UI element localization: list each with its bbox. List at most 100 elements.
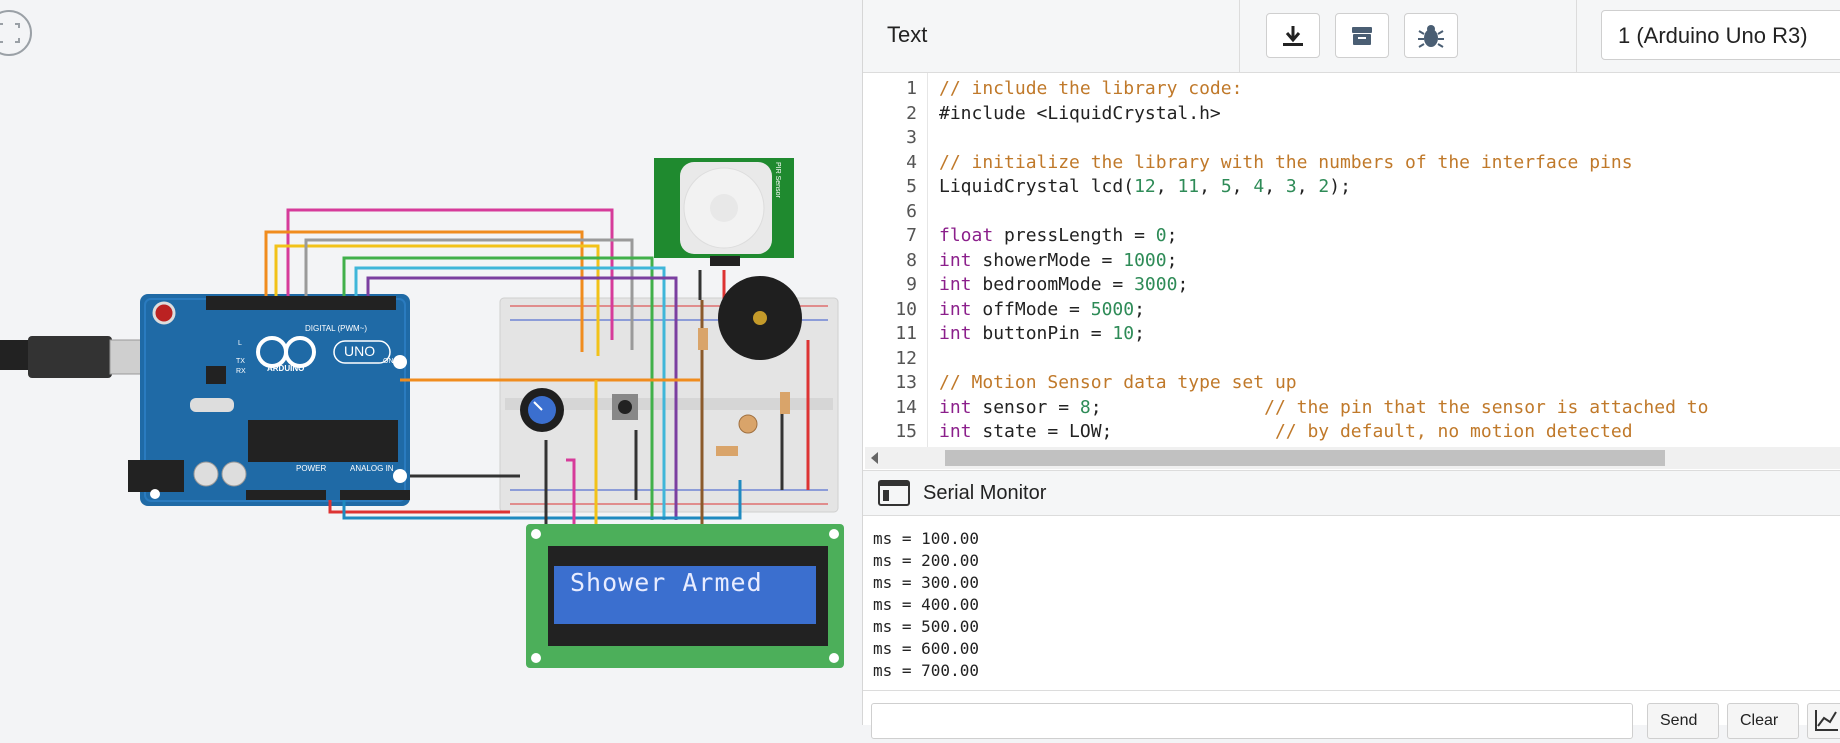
- code-token: ;: [1177, 274, 1189, 295]
- line-number: 13: [895, 372, 917, 393]
- arduino-model-label: UNO: [344, 343, 376, 359]
- code-token: // the pin that the sensor is attached t…: [1264, 396, 1709, 418]
- code-editor[interactable]: 1// include the library code:2#include <…: [865, 73, 1840, 469]
- code-token: 11: [1177, 176, 1200, 197]
- code-token: ;: [1134, 298, 1145, 320]
- code-token: ,: [1231, 176, 1254, 197]
- code-text: int sensor = 8; // the pin that the sens…: [939, 396, 1708, 420]
- code-token: ,: [1296, 176, 1319, 197]
- arduino-brand-label: ARDUINO: [267, 364, 305, 373]
- code-token: int: [939, 323, 972, 344]
- arduino-rx-label: RX: [236, 368, 246, 375]
- code-token: sensor =: [971, 396, 1080, 418]
- code-token: state = LOW;: [971, 421, 1275, 442]
- scroll-left-arrow-icon[interactable]: [871, 452, 878, 464]
- graph-icon: [1815, 710, 1838, 731]
- code-token: 10: [1112, 323, 1135, 344]
- graph-toggle-button[interactable]: [1807, 703, 1840, 739]
- code-text: int showerMode = 1000;: [939, 249, 1177, 273]
- line-number: 8: [906, 249, 917, 271]
- code-token: int: [939, 396, 972, 418]
- line-number: 6: [906, 200, 917, 222]
- code-text: int buttonPin = 10;: [939, 322, 1145, 346]
- microcontroller-chip: [248, 420, 398, 462]
- code-token: 3: [1285, 176, 1297, 197]
- code-token: 4: [1253, 176, 1265, 197]
- terminal-window-icon: [878, 480, 910, 506]
- code-token: int: [939, 298, 972, 320]
- code-text: LiquidCrystal lcd(12, 11, 5, 4, 3, 2);: [939, 175, 1351, 199]
- line-number: 2: [906, 102, 917, 124]
- circuit-canvas[interactable]: DIGITAL (PWM~) ARDUINO UNO ON TX RX L PO…: [0, 0, 862, 725]
- code-token: // initialize the library with the numbe…: [939, 151, 1633, 173]
- code-token: // include the library code:: [939, 78, 1243, 99]
- line-number: 3: [906, 127, 917, 148]
- code-token: 5: [1220, 176, 1232, 197]
- pushbutton[interactable]: [612, 394, 638, 420]
- line-number: 11: [895, 323, 917, 344]
- lcd-module[interactable]: [526, 524, 844, 668]
- serial-line: ms = 400.00: [873, 595, 979, 614]
- code-text: float pressLength = 0;: [939, 224, 1177, 248]
- code-token: float: [939, 225, 994, 246]
- code-mode-selector[interactable]: Text: [887, 22, 928, 47]
- piezo-buzzer[interactable]: [718, 276, 802, 360]
- resistors: [698, 328, 790, 456]
- download-icon: [1283, 25, 1303, 46]
- code-panel: Text 1 (Arduino Uno R3) 1//: [862, 0, 1840, 739]
- clear-button[interactable]: Clear: [1727, 703, 1799, 739]
- pir-motion-sensor[interactable]: [654, 158, 794, 266]
- line-number: 14: [895, 396, 917, 418]
- arduino-l-label: L: [238, 340, 242, 347]
- serial-monitor-header: Serial Monitor: [863, 470, 1840, 516]
- debugger-button[interactable]: [1404, 13, 1458, 58]
- serial-input-field[interactable]: [871, 703, 1633, 739]
- potentiometer[interactable]: [520, 388, 564, 432]
- serial-line: ms = 500.00: [873, 617, 979, 636]
- code-text: // include the library code:: [939, 77, 1242, 101]
- serial-line: ms = 600.00: [873, 639, 979, 658]
- code-token: int: [939, 249, 972, 271]
- serial-input-row: Send Clear: [863, 690, 1840, 739]
- send-button[interactable]: Send: [1647, 703, 1719, 739]
- editor-horizontal-scrollbar[interactable]: [865, 447, 1840, 469]
- arduino-power-label: POWER: [296, 464, 327, 473]
- serial-monitor-title: Serial Monitor: [923, 482, 1047, 504]
- code-token: int: [939, 421, 972, 442]
- fullscreen-fit-icon: [0, 23, 20, 43]
- pir-label: PIR Sensor: [774, 162, 781, 198]
- download-button[interactable]: [1266, 13, 1320, 58]
- code-token: LiquidCrystal lcd(: [939, 176, 1135, 197]
- code-token: int: [939, 274, 972, 295]
- arduino-on-label: ON: [383, 358, 394, 365]
- libraries-button[interactable]: [1335, 13, 1389, 58]
- code-token: ,: [1264, 176, 1286, 197]
- arduino-analog-label: ANALOG IN: [350, 464, 394, 473]
- line-number: 15: [895, 421, 917, 442]
- code-token: buttonPin =: [971, 323, 1113, 344]
- wires: [264, 208, 810, 528]
- arduino-tx-label: TX: [236, 358, 245, 365]
- code-token: ;: [1090, 396, 1265, 418]
- code-token: // by default, no motion detected: [1274, 421, 1633, 442]
- toolbar-divider: [1239, 0, 1240, 72]
- code-token: 8: [1079, 396, 1091, 418]
- scrollbar-thumb[interactable]: [945, 450, 1665, 466]
- photoresistor[interactable]: [738, 414, 758, 434]
- arduino-uno-board[interactable]: [128, 294, 410, 506]
- reset-button[interactable]: [152, 301, 176, 325]
- line-number: 5: [906, 176, 917, 197]
- code-text: // Motion Sensor data type set up: [939, 371, 1297, 395]
- code-token: ,: [1155, 176, 1178, 197]
- device-selector[interactable]: 1 (Arduino Uno R3): [1601, 10, 1840, 60]
- arduino-digital-label: DIGITAL (PWM~): [305, 324, 367, 333]
- line-number: 1: [906, 78, 917, 99]
- toolbar-divider: [1576, 0, 1577, 72]
- code-token: offMode =: [971, 298, 1091, 320]
- code-text: int state = LOW; // by default, no motio…: [939, 420, 1633, 444]
- code-text: // initialize the library with the numbe…: [939, 151, 1633, 175]
- code-toolbar: Text 1 (Arduino Uno R3): [863, 0, 1840, 73]
- code-token: );: [1329, 176, 1351, 197]
- code-token: ;: [1166, 249, 1178, 271]
- line-number: 10: [895, 298, 917, 320]
